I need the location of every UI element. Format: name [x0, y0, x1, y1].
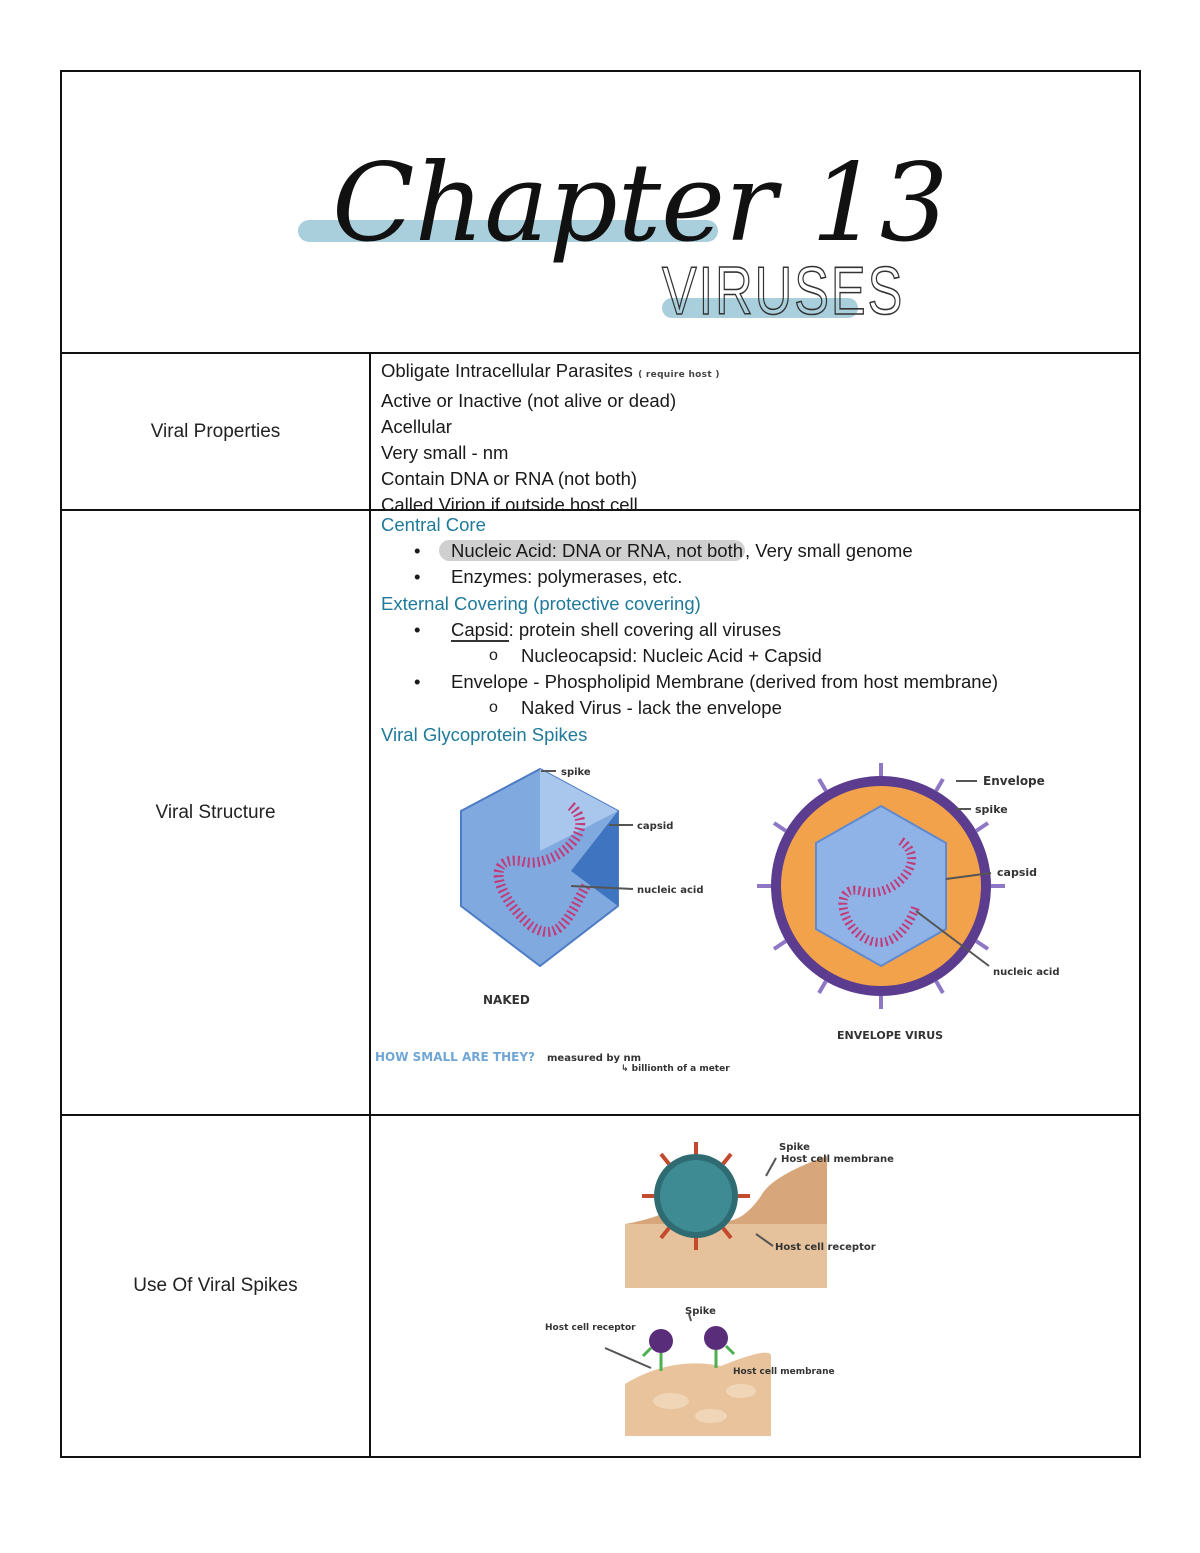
title-row: Chapter 13 VIRUSES	[62, 72, 1139, 352]
bullet-nucleic-acid: Nucleic Acid: DNA or RNA, not both, Very…	[371, 538, 1139, 564]
bottom-spike-label: Spike	[685, 1306, 716, 1317]
chapter-title: Chapter 13	[332, 141, 948, 266]
row-label: Viral Structure	[62, 511, 371, 1114]
capsid-term: Capsid	[451, 619, 509, 642]
viral-spikes-diagram: Spike Host cell membrane Host cell recep…	[545, 1142, 894, 1436]
row-viral-structure: Viral Structure Central Core Nucleic Aci…	[62, 509, 1139, 1114]
bullet-capsid: Capsid: protein shell covering all virus…	[371, 617, 1139, 643]
how-small-note: HOW SMALL ARE THEY?	[375, 1050, 535, 1064]
property-line: Acellular	[381, 416, 452, 437]
spikes-heading: Viral Glycoprotein Spikes	[381, 724, 588, 745]
notes-table: Chapter 13 VIRUSES Viral Properties Obli…	[60, 70, 1141, 1458]
virus-structure-diagram: spike capsid nucleic acid NAKED	[375, 763, 1059, 1074]
virus-binding-illustration	[625, 1142, 827, 1288]
top-spike-label: Spike	[779, 1142, 810, 1153]
envelope-label: Envelope	[983, 774, 1045, 788]
highlighted-text: Nucleic Acid: DNA or RNA, not both	[439, 540, 746, 561]
naked-nucleic-label: nucleic acid	[637, 885, 703, 896]
envelope-spike-label: spike	[975, 803, 1008, 816]
naked-spike-label: spike	[561, 767, 591, 778]
top-receptor-label: Host cell receptor	[775, 1242, 876, 1253]
receptor-binding-illustration	[604, 1313, 771, 1436]
row-use-of-viral-spikes: Use Of Viral Spikes	[62, 1114, 1139, 1456]
handwritten-note: ( require host )	[638, 370, 720, 380]
billionth-note: ↳ billionth of a meter	[621, 1064, 730, 1074]
row-label: Viral Properties	[62, 354, 371, 509]
property-line: Contain DNA or RNA (not both)	[381, 468, 638, 489]
chapter-title-graphic: Chapter 13 VIRUSES	[298, 141, 948, 329]
envelope-nucleic-label: nucleic acid	[993, 967, 1059, 978]
bottom-membrane-label: Host cell membrane	[733, 1367, 835, 1377]
enveloped-virus-illustration	[757, 763, 1005, 1009]
external-covering-heading: External Covering (protective covering)	[381, 593, 701, 614]
row-label: Use Of Viral Spikes	[62, 1116, 371, 1456]
property-line: Obligate Intracellular Parasites ( requi…	[381, 360, 720, 381]
sub-bullet-nucleocapsid: Nucleocapsid: Nucleic Acid + Capsid	[371, 643, 1139, 669]
central-core-heading: Central Core	[381, 514, 486, 535]
subtitle-accent-bar	[662, 298, 858, 318]
property-line: Active or Inactive (not alive or dead)	[381, 390, 677, 411]
measured-note: measured by nm	[547, 1053, 641, 1064]
naked-caption: NAKED	[483, 993, 530, 1007]
bottom-receptor-label: Host cell receptor	[545, 1323, 636, 1333]
structure-content: Central Core Nucleic Acid: DNA or RNA, n…	[371, 511, 1139, 1114]
properties-list: Obligate Intracellular Parasites ( requi…	[371, 354, 1139, 515]
bullet-enzymes: Enzymes: polymerases, etc.	[371, 564, 1139, 590]
sub-bullet-naked-virus: Naked Virus - lack the envelope	[371, 695, 1139, 721]
envelope-capsid-label: capsid	[997, 866, 1037, 879]
top-membrane-label: Host cell membrane	[781, 1154, 894, 1165]
envelope-caption: ENVELOPE VIRUS	[837, 1029, 943, 1042]
chapter-subtitle: VIRUSES	[662, 252, 904, 328]
property-line: Called Virion if outside host cell	[381, 494, 638, 515]
row-viral-properties: Viral Properties Obligate Intracellular …	[62, 352, 1139, 515]
property-line: Very small - nm	[381, 442, 509, 463]
naked-capsid-label: capsid	[637, 821, 673, 832]
naked-virus-illustration	[460, 767, 634, 968]
bullet-envelope: Envelope - Phospholipid Membrane (derive…	[371, 669, 1139, 695]
spikes-content: Spike Host cell membrane Host cell recep…	[371, 1116, 1139, 1456]
title-accent-bar	[298, 220, 718, 242]
